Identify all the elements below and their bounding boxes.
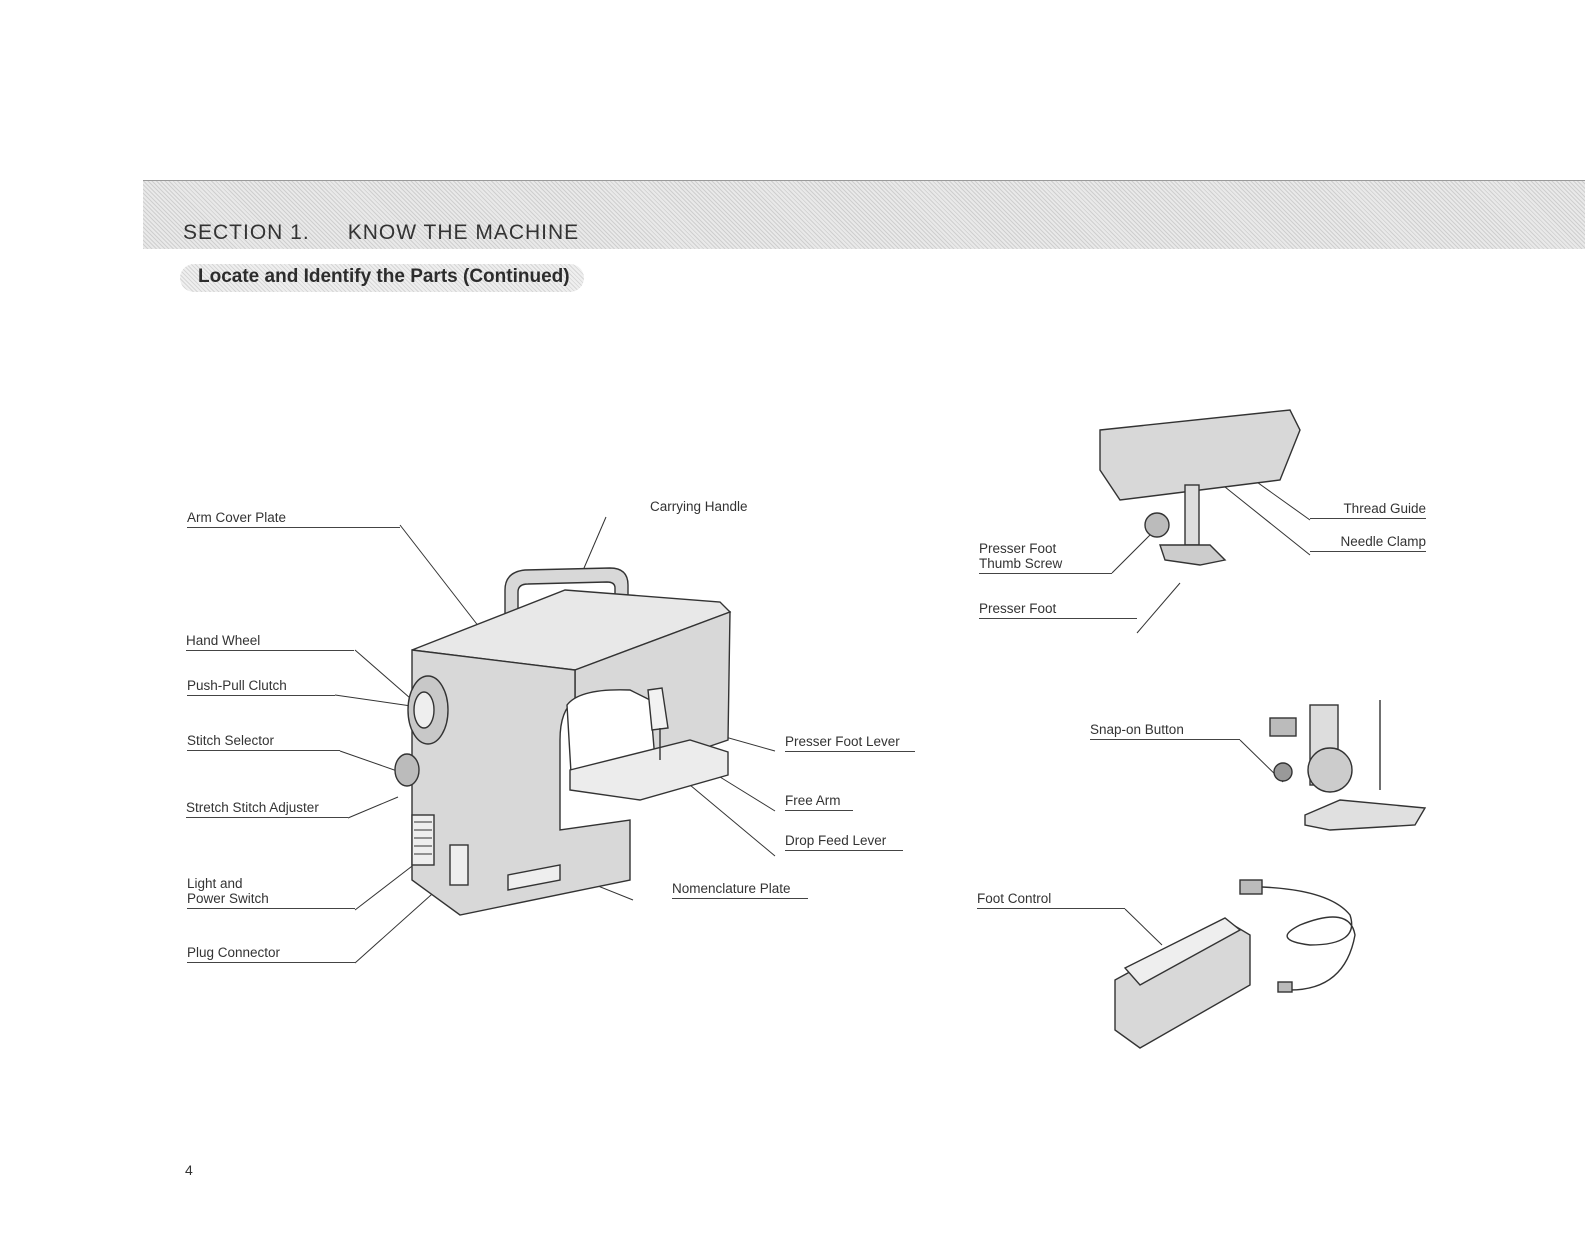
foot-control-drawing [1114, 879, 1356, 1049]
label-needle-clamp: Needle Clamp [1310, 534, 1426, 552]
label-hand-wheel: Hand Wheel [186, 633, 354, 651]
label-arm-cover-plate: Arm Cover Plate [187, 510, 400, 528]
label-stitch-selector: Stitch Selector [187, 733, 340, 751]
label-thread-guide: Thread Guide [1310, 501, 1426, 519]
label-presser-foot-thumb-line1: Presser Foot [979, 541, 1057, 556]
section-heading: SECTION 1. KNOW THE MACHINE [183, 221, 579, 245]
label-presser-foot-lever: Presser Foot Lever [785, 734, 915, 752]
label-free-arm: Free Arm [785, 793, 853, 811]
label-carrying-handle: Carrying Handle [650, 499, 748, 514]
presser-foot-drawing [1099, 409, 1301, 566]
label-power-switch: Power Switch [187, 891, 355, 909]
page-number: 4 [185, 1162, 193, 1178]
label-stretch-stitch-adjuster: Stretch Stitch Adjuster [186, 800, 348, 818]
section-number: SECTION 1. [183, 221, 310, 244]
label-drop-feed-lever: Drop Feed Lever [785, 833, 903, 851]
snap-on-foot-drawing [1269, 700, 1427, 831]
label-light-and: Light and [187, 876, 243, 891]
label-thumb-screw: Thumb Screw [979, 556, 1112, 574]
label-plug-connector: Plug Connector [187, 945, 355, 963]
label-push-pull-clutch: Push-Pull Clutch [187, 678, 335, 696]
label-presser-foot: Presser Foot [979, 601, 1137, 619]
page-subtitle: Locate and Identify the Parts (Continued… [180, 264, 584, 292]
label-snap-on-button: Snap-on Button [1090, 722, 1240, 740]
sewing-machine-drawing [394, 567, 732, 916]
section-title: KNOW THE MACHINE [347, 221, 580, 244]
section-header-band: SECTION 1. KNOW THE MACHINE [143, 180, 1585, 249]
label-nomenclature-plate: Nomenclature Plate [672, 881, 808, 899]
label-foot-control: Foot Control [977, 891, 1125, 909]
